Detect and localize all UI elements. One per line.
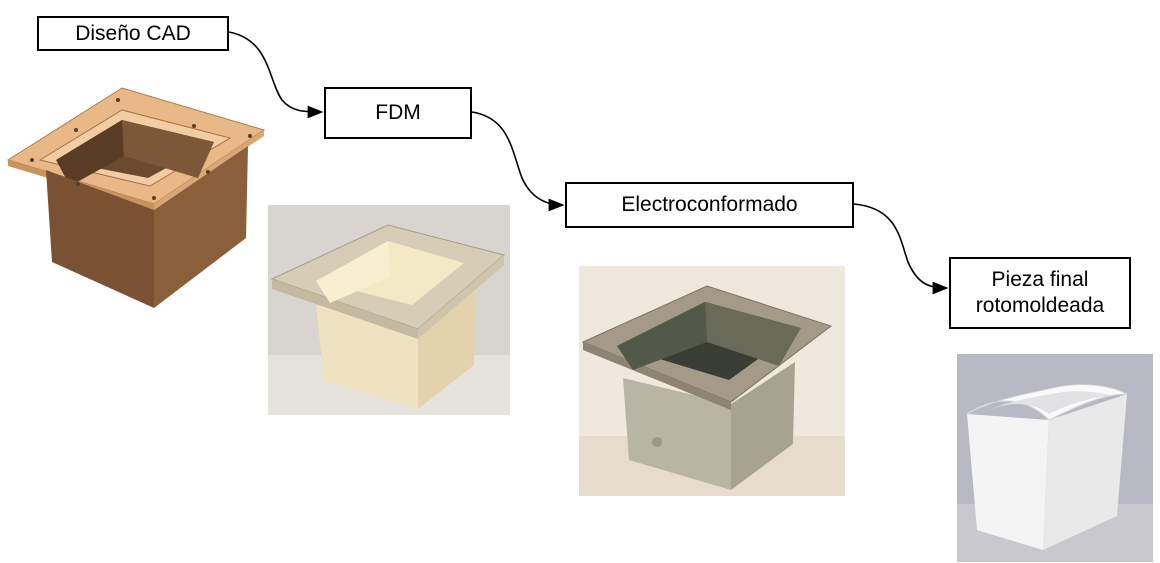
arrow-cad-to-fdm xyxy=(228,31,324,119)
step-electroforming: Electroconformado xyxy=(565,182,854,228)
fdm-part-photo xyxy=(268,205,510,415)
step-cad-design: Diseño CAD xyxy=(37,16,229,51)
step-final-part: Pieza final rotomoldeada xyxy=(949,257,1131,329)
step-electro-label: Electroconformado xyxy=(621,193,798,216)
arrow-fdm-to-electro xyxy=(471,111,565,212)
cad-model-icon xyxy=(6,86,268,312)
step-fdm-label: FDM xyxy=(375,101,421,124)
electroformed-part-photo xyxy=(579,266,845,496)
final-part-photo xyxy=(957,354,1153,562)
step-final-label: Pieza final rotomoldeada xyxy=(975,268,1105,317)
step-fdm: FDM xyxy=(324,87,472,139)
arrow-electro-to-final xyxy=(853,203,949,295)
step-cad-label: Diseño CAD xyxy=(75,21,191,45)
